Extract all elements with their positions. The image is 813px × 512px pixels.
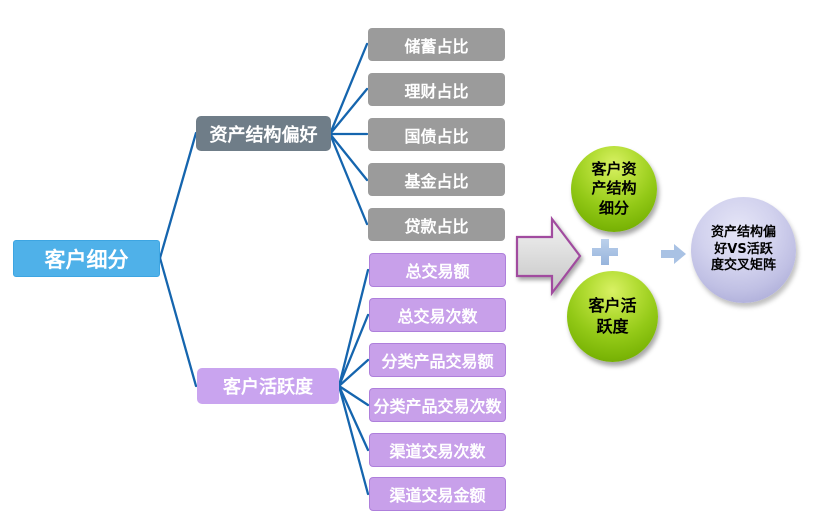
merge-arrow-icon <box>515 215 582 297</box>
circle-customer-activity: 客户活跃度 <box>567 271 658 362</box>
circle-asset-segmentation: 客户资产结构细分 <box>571 146 657 232</box>
connector-line <box>337 384 370 452</box>
asset-item-fund-ratio: 基金占比 <box>368 163 505 196</box>
activity-item-product-amount: 分类产品交易额 <box>369 343 506 377</box>
activity-item-channel-amount: 渠道交易金额 <box>369 477 506 511</box>
circle-asset-segmentation-label: 客户资产结构细分 <box>591 160 637 217</box>
connector-line <box>158 256 198 388</box>
node-customer-segmentation: 客户细分 <box>13 240 160 277</box>
connector-line <box>328 42 369 136</box>
node-customer-activity: 客户活跃度 <box>197 368 339 404</box>
circle-result-matrix-label: 资产结构偏好VS活跃度交叉矩阵 <box>710 225 776 274</box>
connector-line <box>337 313 370 388</box>
activity-item-product-count: 分类产品交易次数 <box>369 388 506 422</box>
activity-item-total-amount: 总交易额 <box>369 253 506 287</box>
asset-item-treasury-ratio: 国债占比 <box>368 118 505 151</box>
asset-item-savings-ratio: 储蓄占比 <box>368 28 505 61</box>
circle-result-matrix: 资产结构偏好VS活跃度交叉矩阵 <box>691 197 796 303</box>
connector-line <box>337 358 370 388</box>
asset-item-wealth-ratio: 理财占比 <box>368 73 505 106</box>
circle-customer-activity-label: 客户活跃度 <box>588 296 637 336</box>
activity-item-channel-count: 渠道交易次数 <box>369 433 506 467</box>
connector-line <box>337 384 370 496</box>
connector-line <box>328 87 369 136</box>
connector-line <box>328 132 369 226</box>
connector-line <box>337 384 370 407</box>
connector-line <box>328 132 369 182</box>
node-asset-structure-preference: 资产结构偏好 <box>196 116 331 151</box>
activity-item-total-count: 总交易次数 <box>369 298 506 332</box>
connector-line <box>158 131 198 260</box>
plus-icon <box>592 239 618 265</box>
asset-item-loan-ratio: 贷款占比 <box>368 208 505 241</box>
right-arrow-icon <box>661 244 686 264</box>
connector-line <box>337 268 370 388</box>
